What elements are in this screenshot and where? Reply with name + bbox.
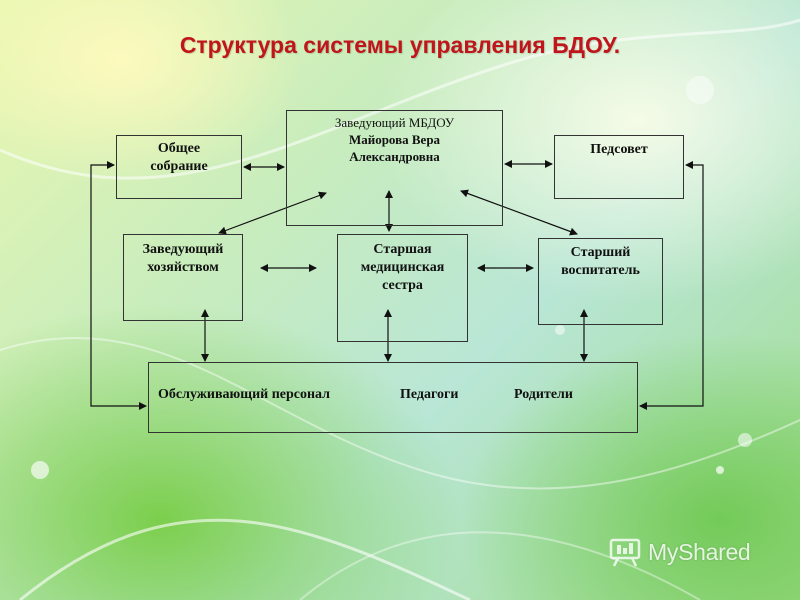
page-title: Структура системы управления БДОУ.: [179, 32, 621, 58]
head-name-line2: Александровна: [349, 148, 440, 164]
teachers-label: Педагоги: [400, 387, 459, 402]
household-manager-line1: Заведующий: [142, 242, 224, 257]
general-meeting-line1: Общее: [157, 141, 201, 156]
myshared-watermark: MyShared: [608, 536, 751, 568]
senior-teacher-line1: Старший: [570, 245, 631, 260]
senior-nurse-box: Старшая медицинская сестра: [337, 234, 468, 342]
head-name-line1: Майорова Вера: [348, 131, 441, 147]
household-manager-line2: хозяйством: [147, 260, 219, 276]
pedsovet-box: Педсовет: [554, 135, 684, 199]
senior-nurse-line2: медицинская: [360, 260, 445, 276]
senior-teacher-box: Старший воспитатель: [538, 238, 663, 325]
general-meeting-box: Общее собрание: [116, 135, 242, 199]
pedsovet-label: Педсовет: [590, 142, 648, 157]
senior-nurse-line3: сестра: [382, 278, 423, 294]
presentation-board-icon: [609, 538, 641, 567]
staff-label: Обслуживающий персонал: [158, 387, 331, 402]
household-manager-box: Заведующий хозяйством: [123, 234, 243, 321]
senior-teacher-line2: воспитатель: [561, 263, 640, 279]
head-box: Заведующий МБДОУ Майорова Вера Александр…: [286, 110, 503, 226]
watermark-brand-a: My: [648, 538, 679, 565]
staff-parents-box: [148, 362, 638, 433]
watermark-brand-b: Shared: [678, 538, 751, 565]
senior-nurse-line1: Старшая: [373, 242, 432, 257]
head-role: Заведующий МБДОУ: [334, 115, 455, 130]
general-meeting-line2: собрание: [150, 159, 208, 175]
parents-label: Родители: [514, 387, 573, 402]
